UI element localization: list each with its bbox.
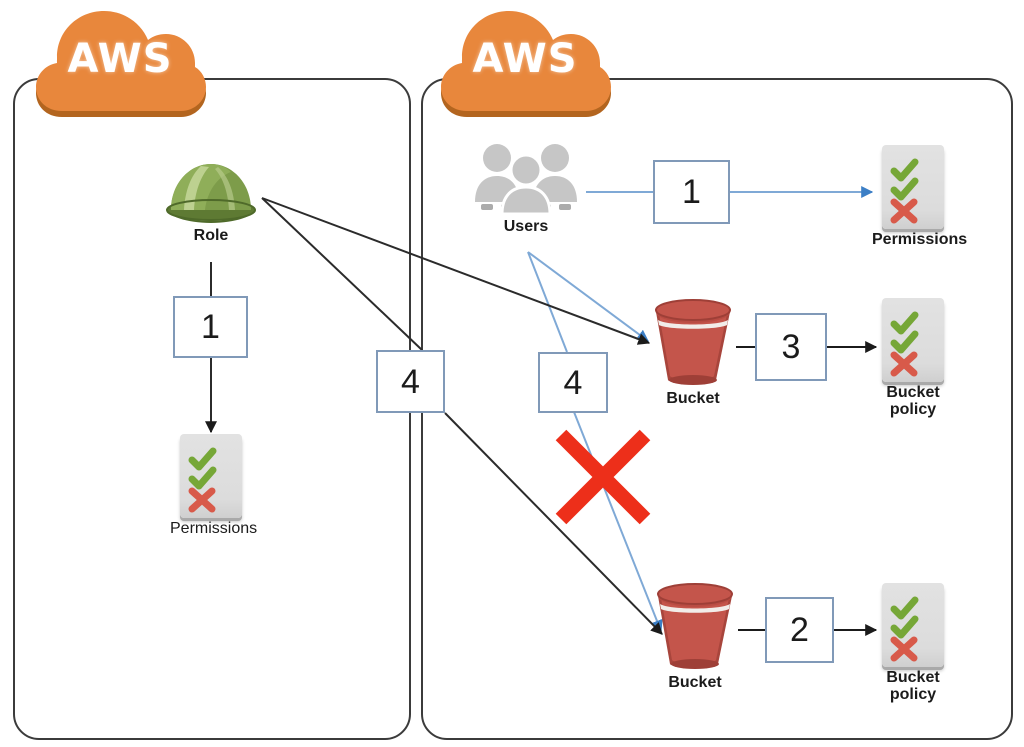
bucket-policy-label-top: Bucket policy: [886, 384, 940, 418]
permissions-node-left: Permissions: [170, 434, 258, 538]
permissions-sheet-icon: [882, 145, 944, 229]
step-box-users-cross-account: 4: [538, 352, 608, 413]
permissions-node-right: Permissions: [872, 145, 968, 249]
bucket-node-bottom: Bucket: [652, 580, 738, 692]
step-number: 4: [563, 363, 583, 402]
red-cross-deny-icon: [551, 425, 655, 529]
step-box-role-permissions: 1: [173, 296, 248, 358]
step-number: 3: [781, 328, 801, 366]
permissions-sheet-icon: [180, 434, 242, 518]
users-icon: [475, 144, 577, 216]
s3-bucket-icon: [655, 299, 731, 385]
step-number: 2: [790, 611, 809, 649]
bucket-policy-node-top: Bucket policy: [872, 298, 954, 419]
step-box-users-permissions: 1: [653, 160, 730, 224]
step-box-bucket-bottom-policy: 2: [765, 597, 834, 663]
permissions-label-left: Permissions: [170, 520, 258, 537]
aws-cloud-badge-right: AWS: [437, 5, 613, 123]
bucket-node-top: Bucket: [650, 296, 736, 408]
users-node: Users: [471, 140, 581, 236]
role-node: Role: [161, 153, 261, 245]
step-box-bucket-top-policy: 3: [755, 313, 827, 381]
aws-cloud-label-right: AWS: [472, 36, 578, 82]
bucket-label-bottom: Bucket: [668, 674, 722, 691]
aws-cloud-badge-left: AWS: [32, 5, 208, 123]
step-number: 1: [682, 173, 701, 211]
users-label: Users: [503, 218, 549, 235]
bucket-policy-label-bottom: Bucket policy: [886, 669, 940, 703]
bucket-policy-node-bottom: Bucket policy: [872, 583, 954, 704]
hard-hat-icon: [166, 164, 256, 223]
permissions-sheet-icon: [882, 583, 944, 667]
permissions-sheet-icon: [882, 298, 944, 382]
s3-bucket-icon: [657, 583, 733, 669]
step-number: 1: [201, 308, 220, 346]
role-label: Role: [193, 227, 229, 244]
step-box-role-cross-account: 4: [376, 350, 445, 413]
permissions-label-right: Permissions: [872, 231, 968, 248]
step-number: 4: [401, 362, 420, 401]
aws-cloud-label-left: AWS: [67, 36, 173, 82]
bucket-label-top: Bucket: [666, 390, 720, 407]
